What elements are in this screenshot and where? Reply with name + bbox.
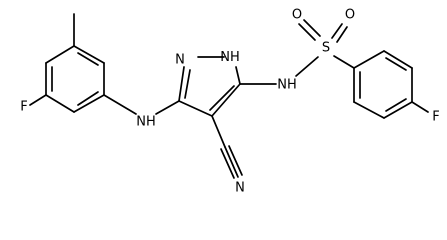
bond [383, 50, 413, 69]
atom-label-layer: F NH N NH NH S O O N F [20, 8, 439, 196]
bond [235, 66, 241, 85]
bond [336, 26, 348, 43]
bond [103, 94, 137, 115]
bond [385, 98, 407, 112]
bond [45, 94, 75, 113]
bond [298, 23, 316, 41]
bond [385, 57, 407, 71]
atom-label-pyrazole-nh-n: N [220, 50, 230, 65]
atom-label-sulfur: S [322, 41, 330, 56]
bond [295, 56, 319, 77]
bond [411, 101, 429, 113]
bond [211, 83, 241, 117]
bond [184, 69, 191, 99]
bond [29, 94, 47, 106]
bond [228, 145, 243, 176]
bond [333, 55, 355, 69]
chemical-structure: F NH N NH NH S O O N F [20, 8, 439, 196]
atom-label-sulfonamide-nh: NH [277, 78, 297, 93]
atom-label-amine-nh: NH [136, 115, 156, 130]
atom-label-pyrazole-nh: NH [220, 50, 240, 65]
bond [209, 85, 235, 111]
bond [353, 101, 385, 119]
bond [73, 94, 105, 113]
bond [303, 19, 321, 37]
bond-layer [29, 13, 429, 179]
atom-label-oxygen-right: O [345, 8, 355, 23]
atom-label-oxygen-left: O [292, 8, 302, 23]
bond [45, 45, 75, 64]
bond [383, 101, 413, 119]
bond [211, 115, 226, 148]
atom-label-nitrile-n: N [235, 181, 245, 196]
bond [220, 148, 235, 179]
bond [73, 45, 105, 64]
bond [178, 100, 213, 117]
atom-label-fluorine-left: F [20, 100, 27, 115]
bond [331, 23, 343, 39]
bond [178, 66, 185, 102]
bond [155, 100, 180, 115]
bond [77, 91, 99, 106]
atom-label-pyrazole-nh-h: H [230, 50, 240, 65]
bond [353, 50, 385, 69]
atom-label-fluorine-right: F [432, 110, 439, 125]
atom-label-pyrazole-n: N [175, 53, 185, 68]
bond [224, 146, 239, 178]
bond [77, 52, 99, 66]
